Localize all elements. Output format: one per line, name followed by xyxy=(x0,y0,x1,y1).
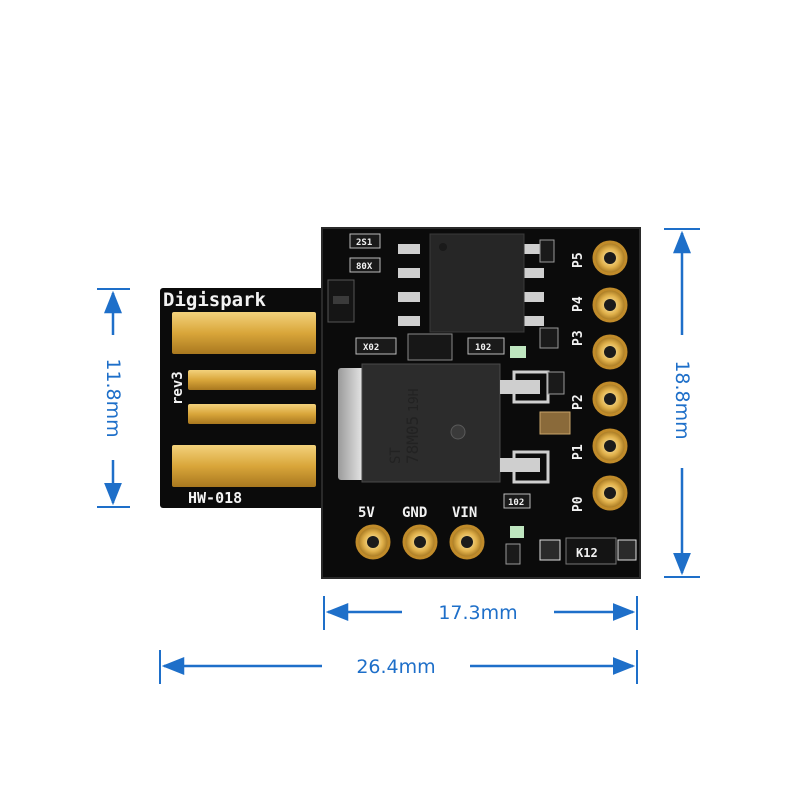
board-revision-label: rev3 xyxy=(170,371,186,405)
dimension-annotations: 11.8mm 18.8mm 17.3mm 26.4mm xyxy=(97,228,700,684)
smd-resistor-r4: 102 xyxy=(467,337,505,355)
board-width-label: 17.3mm xyxy=(438,602,517,624)
pin-label-p0: P0 xyxy=(571,496,586,512)
pin-label-p5: P5 xyxy=(571,252,586,268)
led-green xyxy=(510,346,526,358)
pin-label-p3: P3 xyxy=(571,330,586,346)
smd-capacitor xyxy=(505,543,521,565)
dimension-usb-height: 11.8mm xyxy=(97,288,130,508)
pin-label-p1: P1 xyxy=(571,444,586,460)
svg-text:K12: K12 xyxy=(576,546,598,560)
svg-text:102: 102 xyxy=(508,498,524,508)
regulator-marking: 78M05 xyxy=(403,416,422,464)
board-model-label: HW-018 xyxy=(188,489,242,507)
svg-text:X02: X02 xyxy=(363,343,379,353)
io-pin-header: P5 P4 P3 P2 P1 P0 xyxy=(571,240,628,512)
board-height-label: 18.8mm xyxy=(671,360,693,439)
smd-capacitor xyxy=(539,539,561,561)
pin-label-vin: VIN xyxy=(452,505,477,521)
schottky-diode: K12 xyxy=(565,537,617,565)
usb-contact xyxy=(188,370,316,390)
svg-text:80X: 80X xyxy=(356,262,373,272)
smd-resistor-r3: X02 xyxy=(355,337,397,355)
microcontroller-chip xyxy=(398,233,544,333)
pin-label-gnd: GND xyxy=(402,505,427,521)
board-name-label: Digispark xyxy=(163,289,267,311)
smd-diode xyxy=(407,333,453,361)
smd-resistor-r2: 80X xyxy=(349,257,381,273)
smd-capacitor xyxy=(539,411,571,435)
regulator-marking-2: 19H xyxy=(407,389,422,412)
usb-contact xyxy=(172,445,316,487)
usb-contact xyxy=(188,404,316,424)
pin-label-5v: 5V xyxy=(358,505,375,521)
svg-text:2S1: 2S1 xyxy=(356,238,372,248)
voltage-regulator: ST 78M05 19H xyxy=(338,363,550,484)
smd-resistor-r1: 2S1 xyxy=(349,233,381,249)
svg-text:102: 102 xyxy=(475,343,491,353)
regulator-logo: ST xyxy=(388,447,404,464)
digispark-board: Digispark rev3 HW-018 2S1 80X xyxy=(160,227,641,579)
dimension-board-width: 17.3mm xyxy=(323,596,638,630)
power-pin-header: 5V GND VIN xyxy=(355,505,485,560)
dimension-board-height: 18.8mm xyxy=(664,228,700,578)
pin-label-p2: P2 xyxy=(571,394,586,410)
smd-capacitor xyxy=(547,371,565,395)
smd-capacitor xyxy=(539,327,559,349)
total-width-label: 26.4mm xyxy=(356,656,435,678)
smd-capacitor xyxy=(539,239,555,263)
led-green xyxy=(510,526,524,538)
usb-contact xyxy=(172,312,316,354)
smd-resistor-r5: 102 xyxy=(503,493,531,509)
pin-label-p4: P4 xyxy=(571,296,586,312)
dimension-total-width: 26.4mm xyxy=(159,650,638,684)
usb-height-label: 11.8mm xyxy=(102,358,124,437)
smd-capacitor xyxy=(617,539,637,561)
